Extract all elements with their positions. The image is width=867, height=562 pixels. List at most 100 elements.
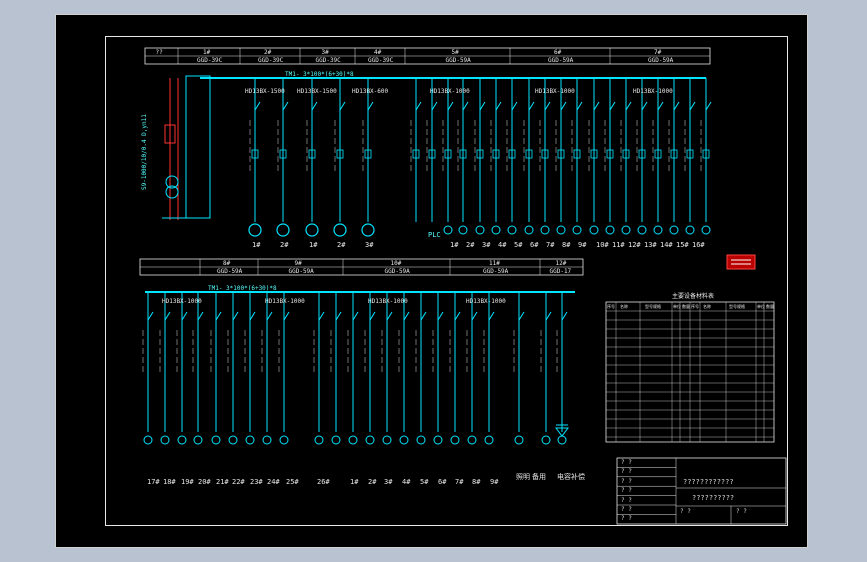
title-footer-2: ? ? [736, 508, 747, 515]
bus-label-top: TM1- 3*100*(6+30)*8 [285, 71, 354, 78]
bottom-extra-label: 备用 [532, 473, 546, 481]
breaker-group-top: HD13BX-1500 [297, 88, 337, 95]
branch-circuit-top [490, 78, 502, 235]
circuit-number-bottom: 23# [250, 478, 263, 486]
branch-circuit-top [571, 78, 583, 235]
branch-circuit-bottom [364, 292, 376, 445]
header-bottom-sub: GGD-59A [288, 268, 314, 275]
materials-table-header: 名称 [703, 304, 711, 309]
branch-circuit-top [652, 78, 664, 235]
branch-circuit-bottom [278, 292, 290, 445]
branch-circuit-top [700, 78, 712, 235]
branch-circuit-bottom [381, 292, 393, 445]
circuit-number-top: 1# [252, 241, 261, 249]
materials-table-header: 型号规格 [645, 304, 661, 309]
circuit-number-bottom: 24# [267, 478, 280, 486]
materials-table-title: 主要设备材料表 [672, 293, 715, 300]
header-bottom-sub: GGD-17 [549, 268, 572, 275]
branch-circuit-bottom [159, 292, 171, 445]
header-top-cell: 7# [654, 49, 662, 56]
branch-circuit-top [636, 78, 648, 235]
circuit-number-bottom: 1# [350, 478, 359, 486]
title-block-row: ? ? [621, 468, 632, 476]
branch-circuit-bottom [432, 292, 444, 445]
branch-circuit-bottom [313, 292, 325, 445]
branch-circuit-top [410, 78, 422, 222]
branch-circuit-top [539, 78, 551, 235]
circuit-number-top: 2# [280, 241, 289, 249]
circuit-number-top: 14# [660, 241, 673, 249]
branch-circuit-bottom [330, 292, 342, 445]
circuit-number-bottom: 2# [368, 478, 377, 486]
breaker-group-bottom: HD13BX-1000 [368, 298, 408, 305]
branch-circuit-bottom [192, 292, 204, 445]
branch-circuit-top [684, 78, 696, 235]
circuit-number-bottom: 6# [438, 478, 447, 486]
circuit-number-bottom: 21# [216, 478, 229, 486]
drawing-name: ?????????? [692, 494, 735, 502]
circuit-number-top: 11# [612, 241, 625, 249]
branch-circuit-bottom [556, 292, 568, 445]
header-bottom-sub: GGD-59A [483, 268, 509, 275]
branch-circuit-bottom [449, 292, 461, 445]
circuit-number-top: 16# [692, 241, 705, 249]
header-bottom-cell: 12# [555, 260, 567, 267]
branch-circuit-top [333, 78, 347, 237]
circuit-number-bottom: 18# [163, 478, 176, 486]
circuit-number-top: 15# [676, 241, 689, 249]
header-bottom-sub: GGD-59A [217, 268, 243, 275]
circuit-number-bottom: 17# [147, 478, 160, 486]
transformer-symbol-lower [165, 185, 179, 199]
red-stamp [726, 254, 756, 270]
materials-table-header: 数量 [682, 304, 690, 309]
branch-circuit-top [361, 78, 375, 237]
circuit-number-top: 2# [337, 241, 346, 249]
header-top-cell: 2# [264, 49, 272, 56]
materials-table-header: 序号 [691, 304, 699, 309]
header-bottom-cell: 9# [294, 260, 302, 267]
plc-label: PLC [428, 231, 441, 239]
branch-circuit-top [555, 78, 567, 235]
header-top-cell: ?? [155, 49, 163, 56]
circuit-number-top: 13# [644, 241, 657, 249]
materials-table-header: 单位 [757, 304, 765, 309]
breaker-group-bottom: HD13BX-1000 [162, 298, 202, 305]
circuit-number-bottom: 22# [232, 478, 245, 486]
circuit-number-top: 9# [578, 241, 587, 249]
bottom-extra-label: 电容 [557, 473, 571, 481]
branch-circuit-bottom [398, 292, 410, 445]
branch-circuit-bottom [227, 292, 239, 445]
circuit-number-top: 3# [482, 241, 491, 249]
breaker-group-top: HD13BX-1000 [430, 88, 470, 95]
header-bottom-cell: 8# [223, 260, 231, 267]
materials-table-header: 名称 [620, 304, 628, 309]
header-top-cell: 4# [374, 49, 382, 56]
header-top-sub: GGD-39C [315, 57, 341, 64]
title-block [616, 457, 787, 525]
header-top-sub: GGD-39C [197, 57, 223, 64]
circuit-number-top: 12# [628, 241, 641, 249]
header-top-sub: GGD-59A [648, 57, 674, 64]
circuit-number-bottom: 20# [198, 478, 211, 486]
title-block-row: ? ? [621, 496, 632, 504]
breaker-group-top: HD13BX-1000 [535, 88, 575, 95]
branch-circuit-bottom [483, 292, 495, 445]
circuit-number-top: 6# [530, 241, 539, 249]
header-top-sub: GGD-39C [258, 57, 284, 64]
header-top-cell: 1# [203, 49, 211, 56]
branch-circuit-bottom [513, 292, 525, 445]
bus-label-bottom: TM1- 3*100*(6+30)*8 [208, 285, 277, 292]
branch-circuit-top [305, 78, 319, 237]
transformer-symbol-upper [165, 175, 179, 189]
bottom-extra-label: 照明 [516, 473, 530, 481]
circuit-number-bottom: 19# [181, 478, 194, 486]
circuit-number-bottom: 25# [286, 478, 299, 486]
circuit-number-top: 8# [562, 241, 571, 249]
materials-table-header: 型号规格 [729, 304, 745, 309]
branch-circuit-top [442, 78, 454, 235]
circuit-number-top: 2# [466, 241, 475, 249]
circuit-number-top: 10# [596, 241, 609, 249]
title-block-row: ? ? [621, 477, 632, 485]
breaker-group-top: HD13BX-1500 [245, 88, 285, 95]
